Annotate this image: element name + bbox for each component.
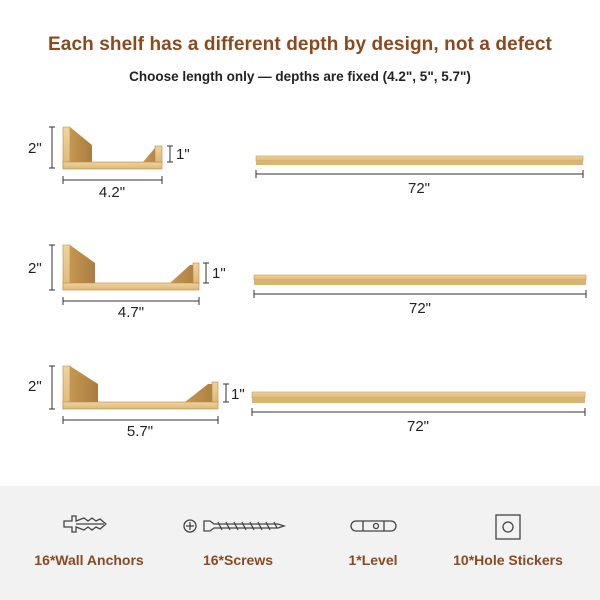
shelf-diagram bbox=[49, 126, 587, 424]
shelf-profile-3 bbox=[62, 365, 219, 410]
shelf-3-back-height: 2" bbox=[28, 378, 42, 395]
shelf-2-back-height: 2" bbox=[28, 260, 42, 277]
shelf-front-1 bbox=[255, 155, 584, 165]
shelf-3-length: 72" bbox=[406, 418, 430, 435]
accessory-label-hole-stickers: 10*Hole Stickers bbox=[453, 552, 563, 568]
shelf-front-2 bbox=[253, 274, 587, 285]
shelf-1-depth: 4.2" bbox=[98, 184, 126, 201]
page-subtitle: Choose length only — depths are fixed (4… bbox=[129, 69, 471, 84]
shelf-1-back-height: 2" bbox=[28, 140, 42, 157]
accessory-label-level: 1*Level bbox=[348, 552, 398, 568]
shelf-profile-2 bbox=[62, 244, 200, 291]
shelf-dims-2 bbox=[49, 244, 587, 305]
shelf-2-length: 72" bbox=[408, 300, 432, 317]
shelf-2-depth: 4.7" bbox=[117, 304, 145, 321]
page-title: Each shelf has a different depth by desi… bbox=[48, 34, 552, 55]
shelf-dims-1 bbox=[49, 126, 584, 184]
shelf-profile-1 bbox=[62, 126, 163, 170]
accessory-label-wall-anchors: 16*Wall Anchors bbox=[34, 552, 144, 568]
shelf-front-3 bbox=[251, 391, 586, 403]
accessory-label-screws: 16*Screws bbox=[202, 552, 274, 568]
accessories-panel bbox=[0, 486, 600, 600]
shelf-3-depth: 5.7" bbox=[126, 423, 154, 440]
shelf-dims-3 bbox=[49, 365, 586, 424]
shelf-2-lip-height: 1" bbox=[212, 265, 226, 282]
shelf-1-lip-height: 1" bbox=[176, 146, 190, 163]
shelf-3-lip-height: 1" bbox=[231, 386, 245, 403]
shelf-1-length: 72" bbox=[407, 180, 431, 197]
